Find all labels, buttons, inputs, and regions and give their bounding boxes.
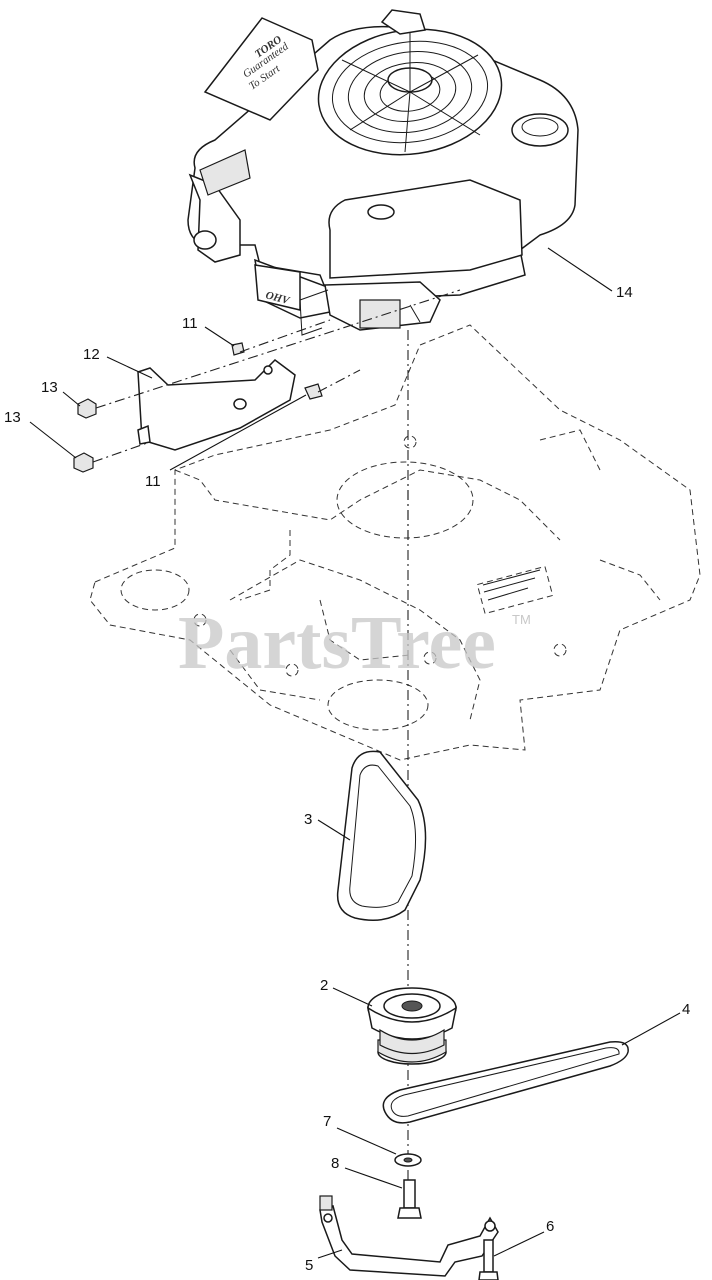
belt-guide[interactable] (319, 1195, 499, 1277)
callout-13-lower[interactable]: 13 (4, 409, 21, 426)
traction-belt[interactable] (382, 1040, 629, 1124)
engine-pulley[interactable] (366, 987, 458, 1065)
callout-12[interactable]: 12 (83, 346, 100, 363)
callout-13-upper[interactable]: 13 (41, 379, 58, 396)
callout-labels: 14 11 12 13 13 11 3 2 4 7 8 6 5 (4, 284, 690, 1274)
callout-3[interactable]: 3 (304, 811, 312, 828)
callout-6[interactable]: 6 (546, 1218, 554, 1235)
bolt-upper[interactable] (231, 342, 245, 356)
callout-7[interactable]: 7 (323, 1113, 331, 1130)
bolt-lower[interactable] (304, 383, 323, 400)
hex-nut-upper[interactable] (77, 398, 97, 419)
callout-11-lower[interactable]: 11 (145, 473, 161, 490)
watermark-trademark: TM (512, 612, 531, 627)
engine-assembly[interactable]: TORO Guaranteed To Start OHV (187, 9, 579, 336)
callout-5[interactable]: 5 (305, 1257, 313, 1274)
watermark-text: PartsTree (178, 601, 496, 685)
callout-8[interactable]: 8 (331, 1155, 339, 1172)
guide-bolt[interactable] (478, 1239, 499, 1280)
callout-leaders (29, 247, 681, 1259)
drive-belt[interactable] (336, 750, 427, 921)
washer[interactable] (394, 1153, 422, 1167)
callout-4[interactable]: 4 (682, 1001, 690, 1018)
partstree-watermark: PartsTree TM (178, 601, 531, 685)
center-bolt[interactable] (397, 1179, 422, 1219)
hex-nut-lower[interactable] (73, 452, 94, 473)
mower-deck-phantom (89, 324, 701, 761)
callout-14[interactable]: 14 (616, 284, 633, 301)
callout-11-upper[interactable]: 11 (182, 315, 198, 332)
mounting-bracket[interactable] (137, 359, 296, 451)
callout-2[interactable]: 2 (320, 977, 328, 994)
